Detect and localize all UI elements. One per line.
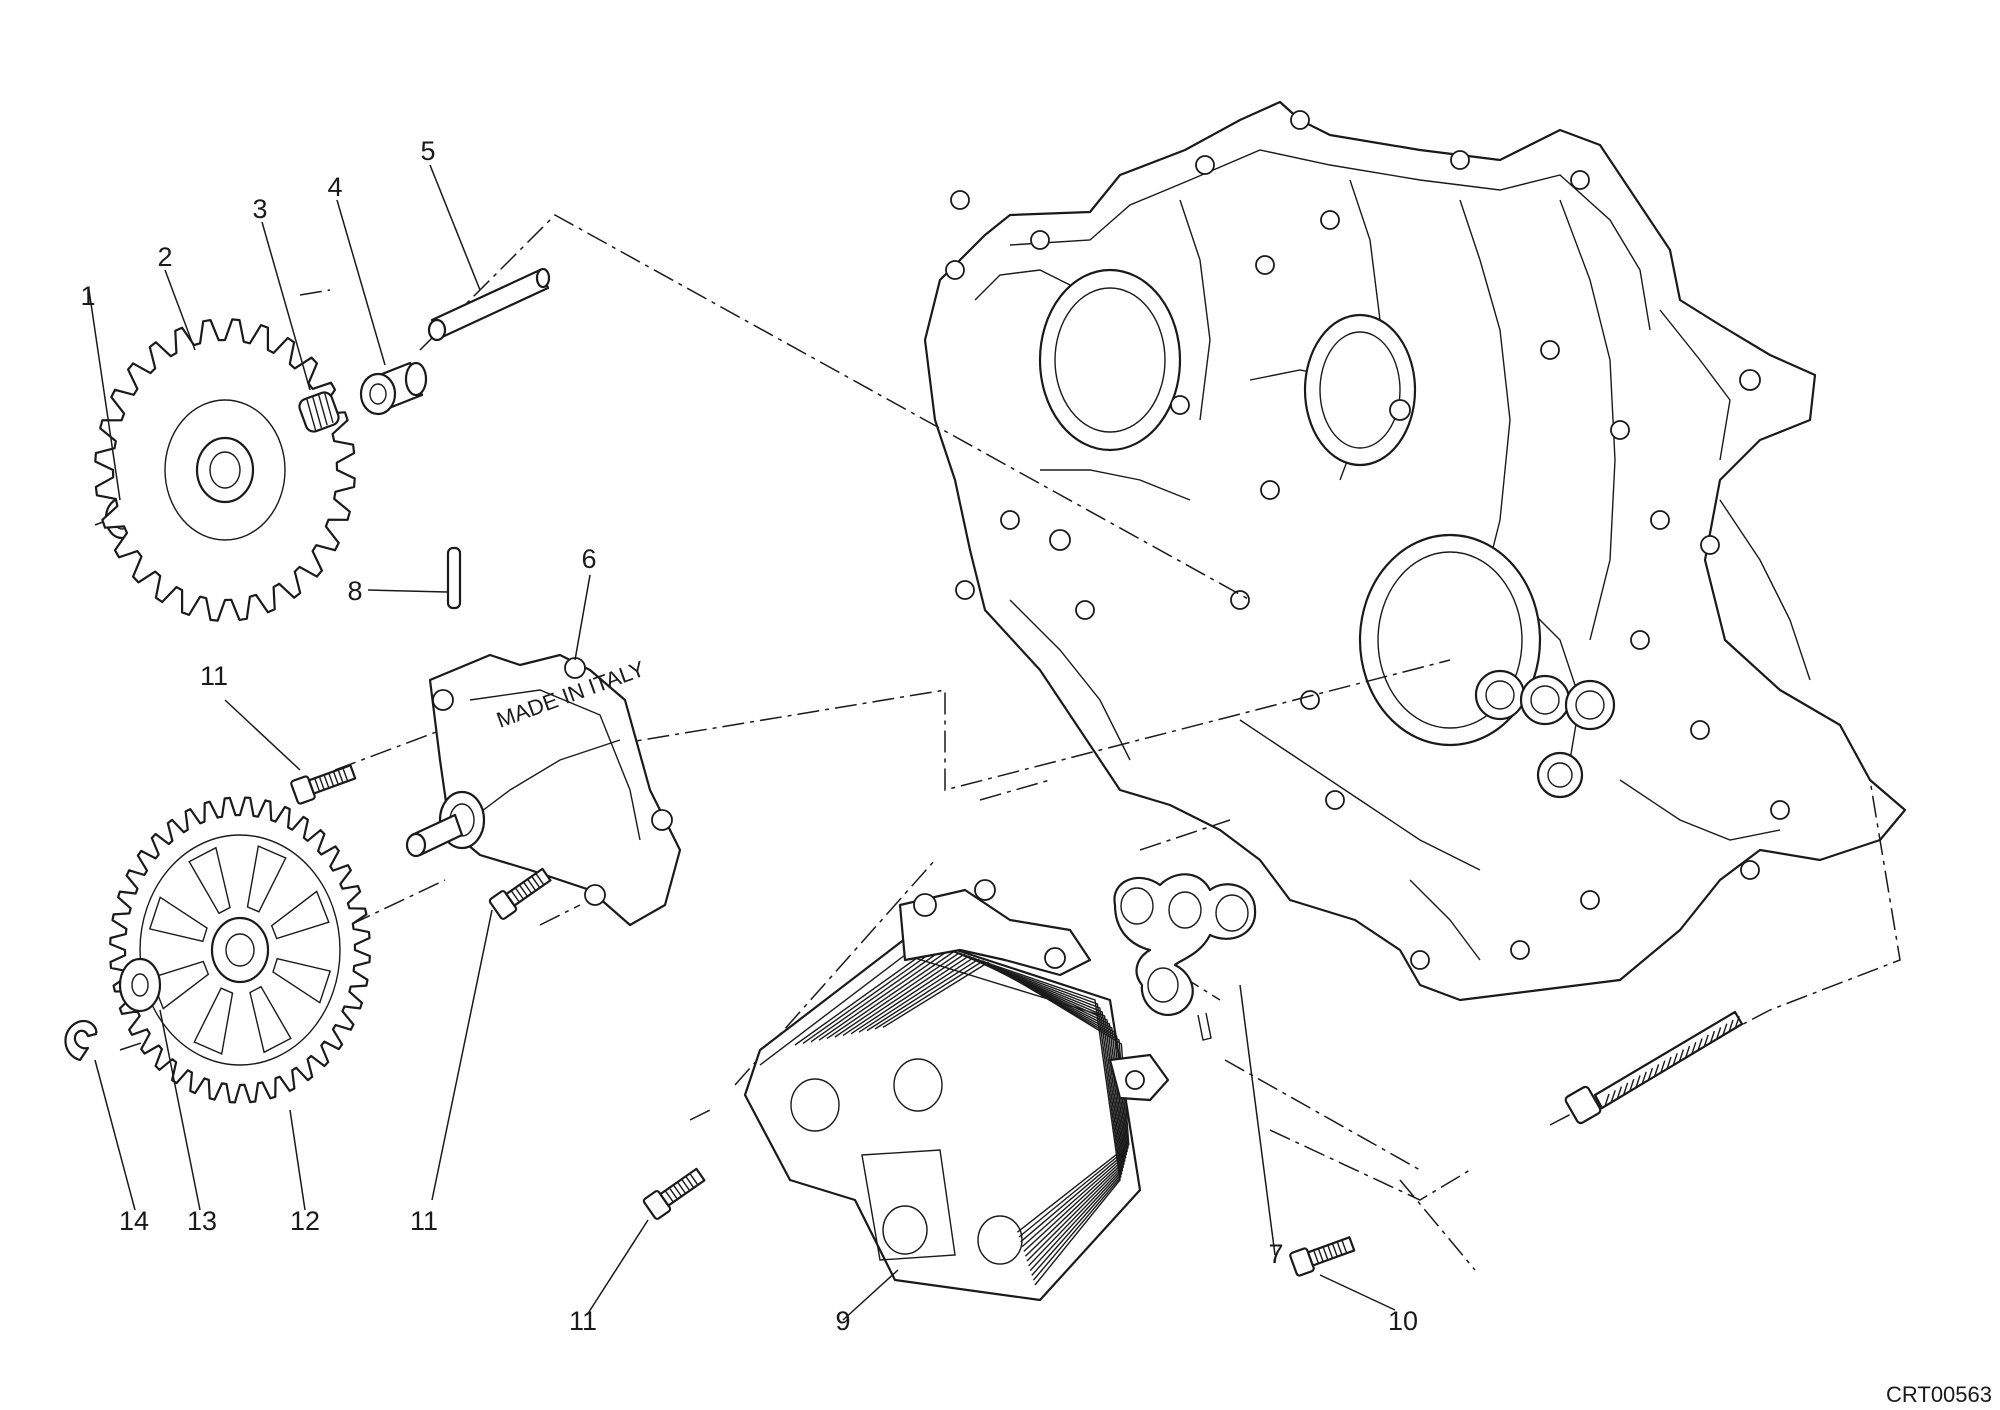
cooler-fin bbox=[834, 952, 1125, 1262]
part-4-bushing bbox=[359, 361, 428, 416]
part-13-washer bbox=[118, 957, 162, 1013]
gear-spoke-window bbox=[246, 845, 287, 913]
part-2-pump-gear bbox=[94, 318, 356, 622]
cooler-fin bbox=[882, 961, 1130, 1233]
callout-8: 8 bbox=[347, 576, 362, 606]
cooler-fin bbox=[858, 956, 1128, 1248]
part-8-dowel-pin bbox=[446, 546, 462, 610]
callout-13: 13 bbox=[187, 1206, 217, 1236]
part-3-needle-bearing bbox=[298, 391, 340, 433]
part-14-circlip bbox=[64, 1020, 98, 1062]
cooler-fin bbox=[874, 960, 1129, 1238]
callout-10: 10 bbox=[1388, 1306, 1418, 1336]
callout-11-pump: 11 bbox=[410, 1206, 438, 1236]
callout-12: 12 bbox=[290, 1206, 320, 1236]
cooler-fin bbox=[850, 955, 1127, 1252]
long-stud-bolt bbox=[1564, 1010, 1744, 1125]
part-11-bolt-a bbox=[289, 759, 359, 806]
leader-lines bbox=[88, 164, 1396, 1321]
callout-4: 4 bbox=[327, 172, 342, 202]
drawing-reference-code: CRT00563 bbox=[1886, 1382, 1992, 1407]
gear-spoke-window bbox=[249, 985, 292, 1054]
part-7-gasket bbox=[1113, 873, 1257, 1041]
callout-labels: 1 2 3 4 5 6 7 8 9 10 11 11 11 11 12 13 1… bbox=[80, 136, 1418, 1336]
callout-14: 14 bbox=[119, 1206, 149, 1236]
callout-3: 3 bbox=[252, 194, 267, 224]
cooler-fin bbox=[810, 947, 1123, 1276]
cooler-fin bbox=[794, 944, 1121, 1286]
callout-7: 7 bbox=[1268, 1239, 1283, 1269]
callout-1: 1 bbox=[80, 281, 95, 311]
callout-5: 5 bbox=[420, 136, 435, 166]
cooler-fin bbox=[866, 958, 1128, 1243]
part-12-large-gear bbox=[109, 796, 371, 1104]
gear-spoke-window bbox=[193, 987, 234, 1055]
cooler-fin bbox=[802, 945, 1122, 1281]
gear-spoke-window bbox=[272, 957, 332, 1004]
gear-spoke-window bbox=[270, 890, 330, 940]
cooler-fin bbox=[818, 949, 1124, 1272]
cooler-fin bbox=[826, 950, 1124, 1267]
callout-2: 2 bbox=[157, 242, 172, 272]
gear-spoke-window bbox=[148, 896, 208, 943]
crankcase-half bbox=[923, 100, 1907, 1002]
callout-9: 9 bbox=[835, 1306, 850, 1336]
callout-11-top: 11 bbox=[200, 661, 228, 691]
callout-11-cooler: 11 bbox=[569, 1306, 597, 1336]
cooler-fin bbox=[842, 953, 1126, 1257]
part-9-oil-cooler bbox=[743, 879, 1170, 1302]
part-11-bolt-b bbox=[487, 863, 555, 922]
part-11-bolt-c bbox=[641, 1163, 709, 1222]
callout-6: 6 bbox=[581, 544, 596, 574]
part-10-bolt bbox=[1288, 1231, 1358, 1278]
part-5-shaft bbox=[427, 267, 551, 342]
gear-spoke-window bbox=[188, 846, 231, 915]
